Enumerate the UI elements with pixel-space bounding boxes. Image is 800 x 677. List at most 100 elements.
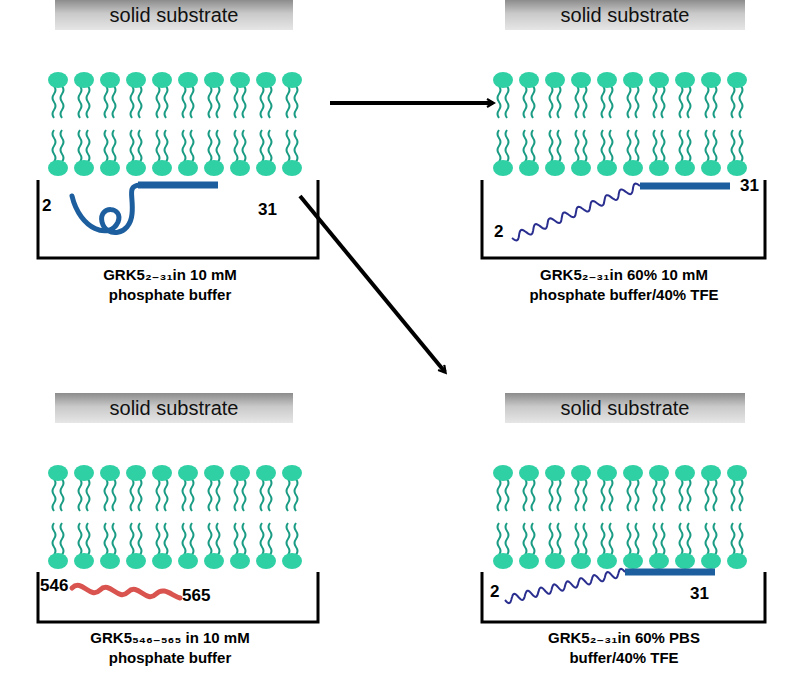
lipid-tail (53, 523, 56, 555)
lipid-head (493, 160, 513, 176)
lipid-tail (584, 479, 587, 511)
substrate-label: solid substrate (110, 4, 239, 27)
substrate-label: solid substrate (110, 397, 239, 420)
lipid-tail (628, 523, 631, 555)
lipid-head (230, 72, 250, 88)
lipid-head (649, 465, 669, 481)
lipid-tail (576, 523, 579, 555)
lipid-tail (235, 86, 238, 118)
lipid-head (571, 553, 591, 569)
lipid-tail (183, 523, 186, 555)
lipid-tail (191, 523, 194, 555)
lipid-tail (105, 523, 108, 555)
substrate-bar: solid substrate (505, 0, 745, 30)
lipid-head (519, 553, 539, 569)
lipid-tail (157, 479, 160, 511)
lipid-head (571, 160, 591, 176)
lipid-tail (688, 479, 691, 511)
lipid-tail (732, 130, 735, 162)
transition-arrow (300, 196, 445, 372)
buffer-tray (38, 572, 318, 622)
lipid-head (519, 160, 539, 176)
lipid-head (204, 160, 224, 176)
lipid-tail (157, 523, 160, 555)
lipid-head (256, 465, 276, 481)
lipid-tail (688, 86, 691, 118)
lipid-head (178, 465, 198, 481)
lipid-tail (636, 86, 639, 118)
lipid-tail (269, 86, 272, 118)
lipid-tail (688, 523, 691, 555)
lipid-tail (498, 130, 501, 162)
lipid-head (623, 72, 643, 88)
lipid-tail (532, 86, 535, 118)
lipid-tail (628, 86, 631, 118)
lipid-head (152, 72, 172, 88)
lipid-head (178, 553, 198, 569)
lipid-tail (602, 86, 605, 118)
lipid-tail (714, 479, 717, 511)
lipid-tail (139, 86, 142, 118)
lipid-tail (662, 523, 665, 555)
lipid-tail (706, 479, 709, 511)
lipid-tail (87, 86, 90, 118)
lipid-tail (610, 479, 613, 511)
lipid-head (100, 465, 120, 481)
lipid-head (571, 72, 591, 88)
lipid-tail (636, 130, 639, 162)
lipid-tail (602, 523, 605, 555)
lipid-head (727, 72, 747, 88)
lipid-head (623, 465, 643, 481)
lipid-head (152, 465, 172, 481)
lipid-tail (113, 523, 116, 555)
lipid-tail (165, 86, 168, 118)
lipid-tail (209, 130, 212, 162)
condition-caption: GRK5₂₋₃₁in 60% PBS buffer/40% TFE (536, 628, 712, 667)
lipid-head (100, 72, 120, 88)
lipid-tail (131, 86, 134, 118)
substrate-bar: solid substrate (55, 0, 293, 30)
lipid-tail (131, 479, 134, 511)
lipid-tail (261, 523, 264, 555)
lipid-tail (740, 86, 743, 118)
lipid-tail (498, 86, 501, 118)
lipid-tail (714, 130, 717, 162)
lipid-tail (217, 86, 220, 118)
residue-number: 31 (690, 584, 709, 604)
lipid-tail (191, 86, 194, 118)
lipid-tail (524, 130, 527, 162)
lipid-head (623, 553, 643, 569)
lipid-head (571, 465, 591, 481)
helix (505, 569, 625, 603)
residue-number: 565 (182, 586, 210, 606)
lipid-tail (287, 86, 290, 118)
lipid-tail (113, 86, 116, 118)
lipid-head (100, 553, 120, 569)
lipid-head (649, 160, 669, 176)
lipid-tail (576, 86, 579, 118)
lipid-tail (628, 130, 631, 162)
lipid-head (282, 72, 302, 88)
lipid-head (152, 553, 172, 569)
lipid-tail (706, 130, 709, 162)
lipid-tail (217, 130, 220, 162)
lipid-tail (610, 86, 613, 118)
lipid-tail (157, 130, 160, 162)
helix (512, 184, 640, 241)
lipid-head (701, 553, 721, 569)
lipid-tail (602, 479, 605, 511)
lipid-tail (524, 523, 527, 555)
lipid-head (701, 72, 721, 88)
substrate-bar: solid substrate (55, 393, 293, 423)
lipid-tail (139, 523, 142, 555)
lipid-tail (87, 479, 90, 511)
lipid-tail (287, 523, 290, 555)
lipid-head (493, 465, 513, 481)
lipid-tail (269, 130, 272, 162)
condition-caption: GRK5₅₄₆₋₅₆₅ in 10 mM phosphate buffer (79, 628, 261, 667)
lipid-tail (584, 86, 587, 118)
lipid-head (727, 553, 747, 569)
lipid-tail (235, 523, 238, 555)
lipid-head (230, 465, 250, 481)
